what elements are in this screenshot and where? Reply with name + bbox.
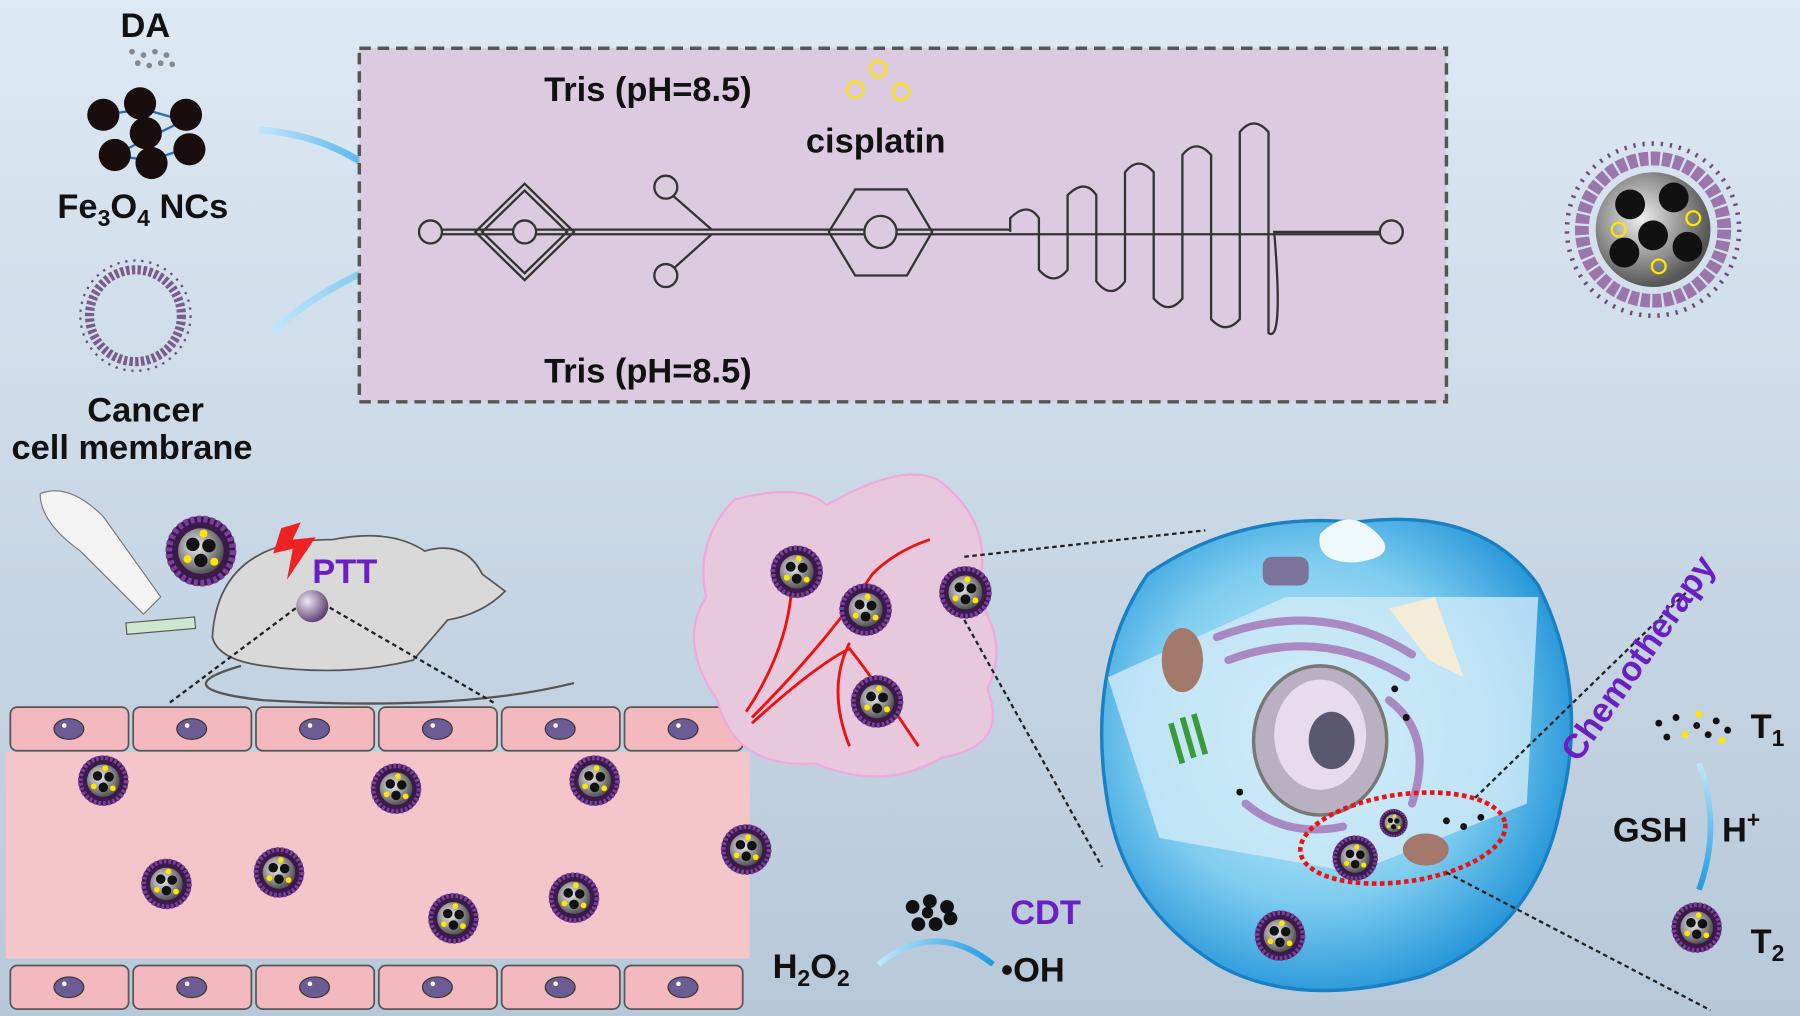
tumor-sphere bbox=[296, 590, 329, 623]
laser-icon bbox=[273, 522, 316, 580]
released-drug-dots bbox=[1655, 710, 1732, 744]
da-monomer-group: DA bbox=[121, 7, 176, 69]
t2-label: T2 bbox=[1751, 923, 1785, 966]
cdt-arrow bbox=[876, 938, 995, 967]
endosome-region bbox=[1298, 790, 1508, 886]
tris-top-label: Tris (pH=8.5) bbox=[544, 71, 752, 109]
cancer-cell-membrane-vesicle bbox=[79, 259, 192, 372]
fe3o4-label: Fe3O4 NCs bbox=[57, 188, 228, 231]
fe-ion-dots bbox=[905, 894, 958, 932]
cisplatin-label: cisplatin bbox=[806, 123, 946, 161]
da-dots bbox=[129, 48, 176, 69]
t2-nanoparticle bbox=[1672, 903, 1722, 953]
cdt-label: CDT bbox=[1010, 894, 1081, 932]
microfluidic-chip: Tris (pH=8.5) Tris (pH=8.5) cisplatin bbox=[357, 46, 1449, 404]
cisplatin-molecules bbox=[846, 59, 911, 102]
hydroxyl-radical-label: •OH bbox=[1001, 952, 1065, 990]
membrane-label-line2: cell membrane bbox=[11, 429, 252, 467]
mitochondrion bbox=[1161, 627, 1204, 693]
product-nanoparticle bbox=[1564, 141, 1742, 319]
blood-vessel bbox=[5, 706, 771, 1010]
gsh-label: GSH bbox=[1613, 811, 1688, 849]
tumor-tissue bbox=[692, 473, 1206, 868]
ptt-label: PTT bbox=[312, 553, 377, 591]
golgi bbox=[1212, 616, 1424, 834]
tris-bottom-label: Tris (pH=8.5) bbox=[544, 352, 752, 390]
h-plus-label: H+ bbox=[1722, 807, 1760, 850]
mouse-injection: PTT bbox=[39, 490, 575, 705]
tumor-cell bbox=[1099, 517, 1711, 1012]
membrane-label-line1: Cancer bbox=[87, 391, 204, 429]
centriole bbox=[1168, 713, 1209, 765]
da-label: DA bbox=[121, 7, 171, 45]
cdt-reaction: CDT H2O2 •OH bbox=[773, 894, 1081, 991]
fe3o4-nanoclusters bbox=[87, 87, 206, 180]
t1-label: T1 bbox=[1751, 708, 1785, 751]
release-arrow bbox=[1696, 762, 1714, 891]
h2o2-label: H2O2 bbox=[773, 948, 850, 991]
